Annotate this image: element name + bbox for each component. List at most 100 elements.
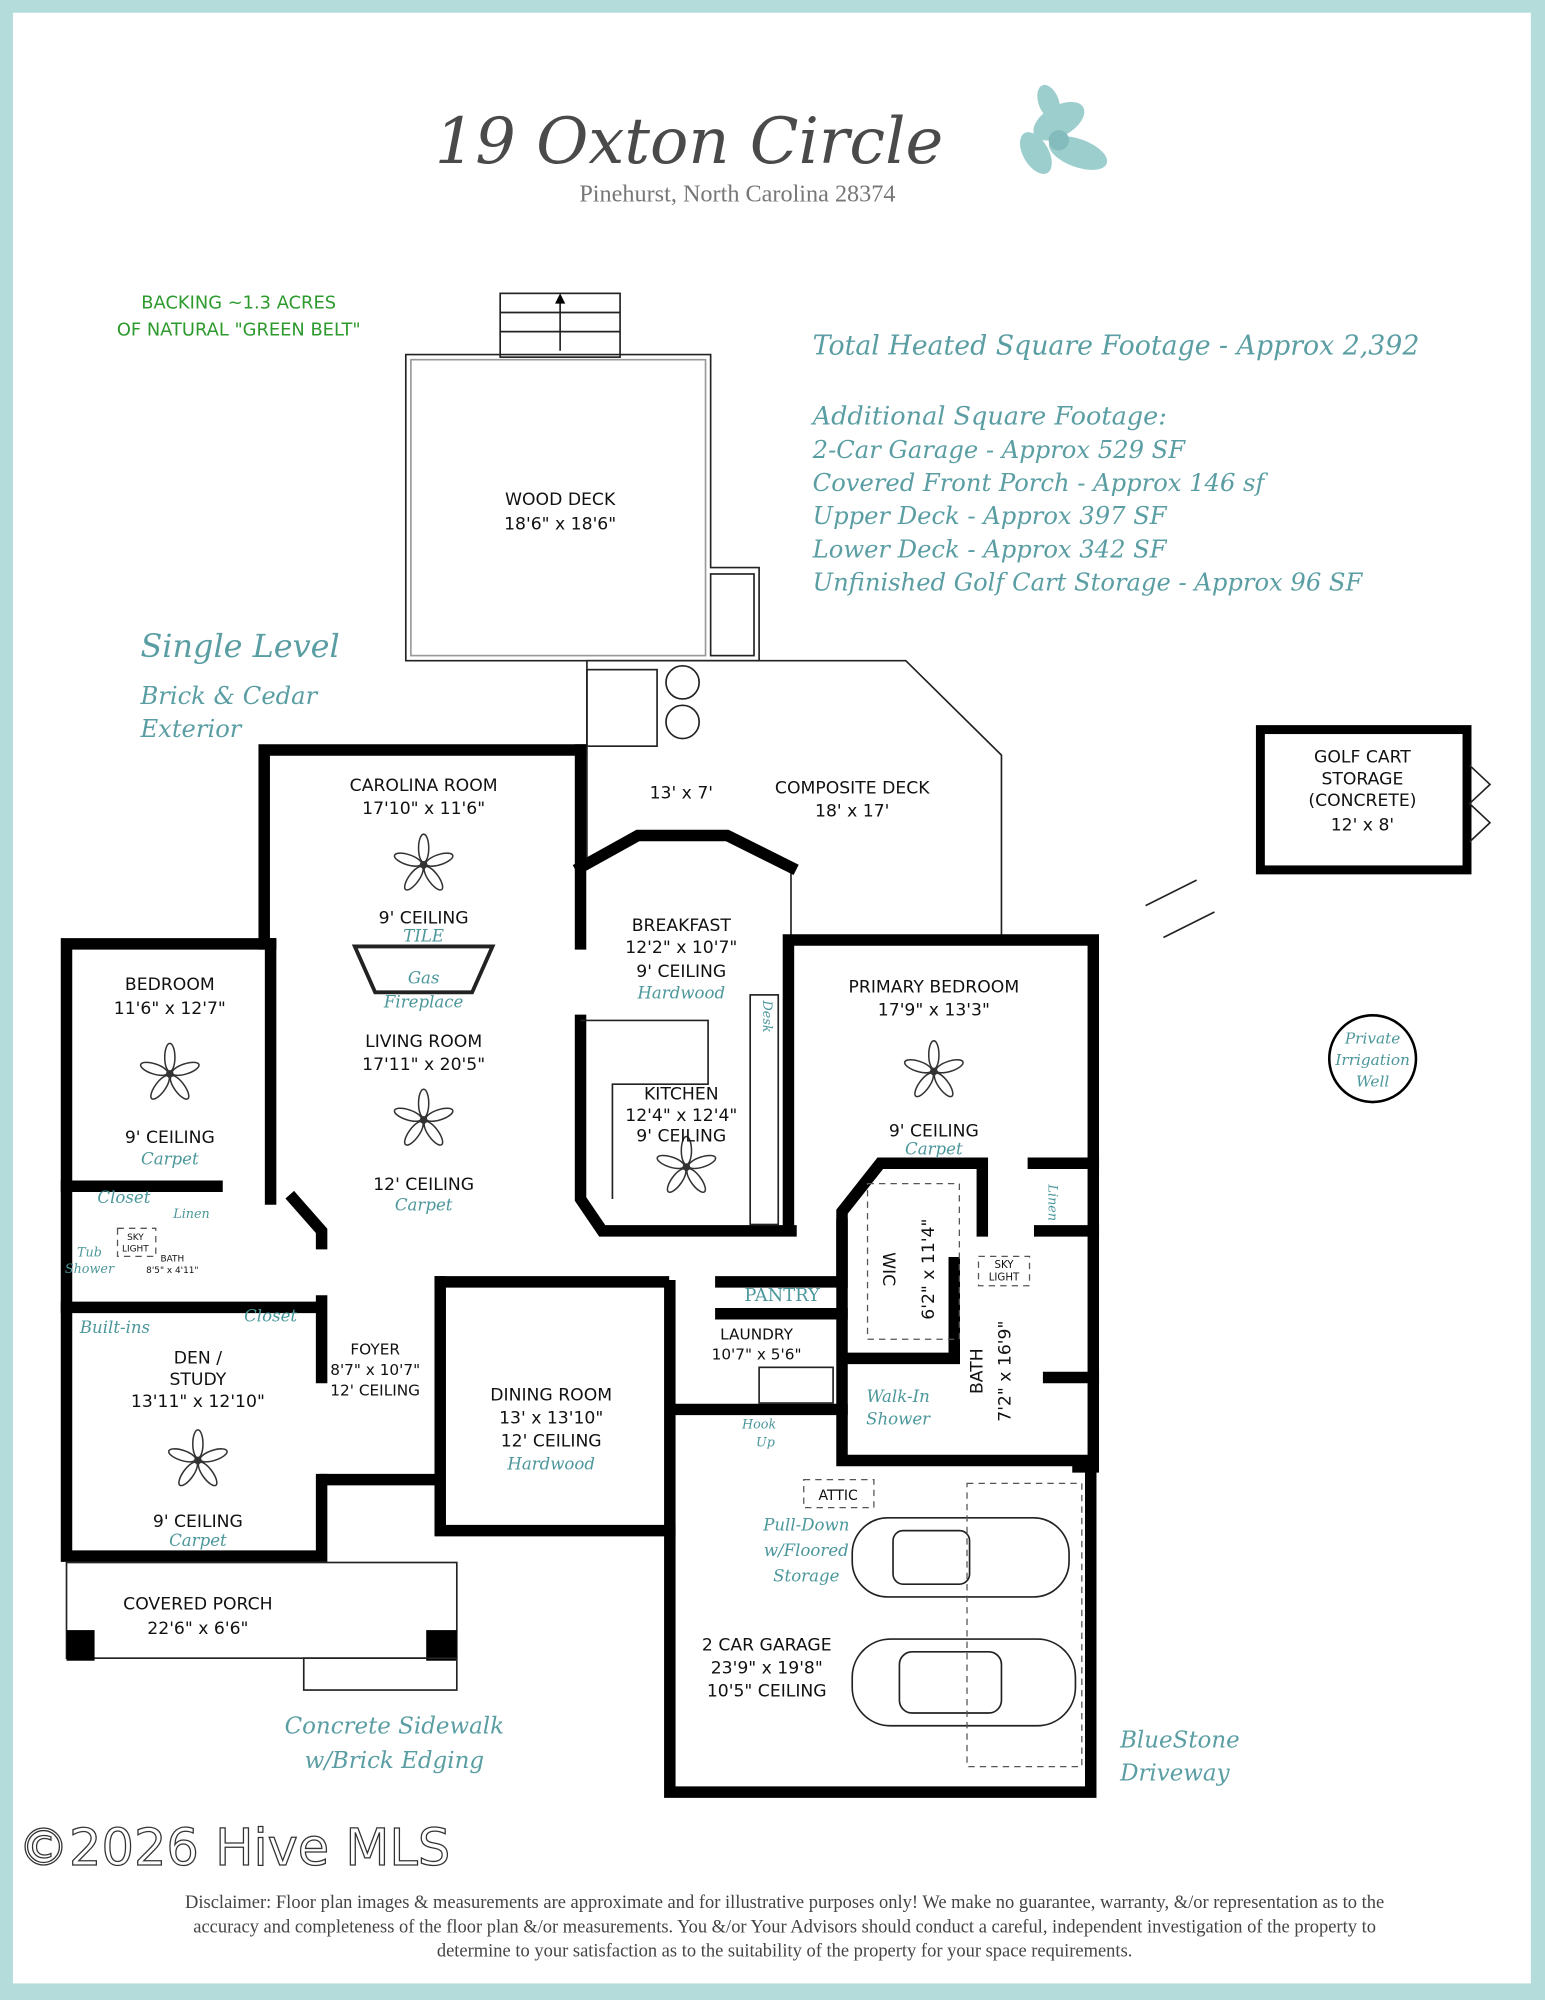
room-name: DEN / <box>174 1349 222 1369</box>
ceiling-fan-icon <box>167 1429 228 1487</box>
backing-note-line1: BACKING ~1.3 ACRES <box>141 293 336 314</box>
property-title: 19 Oxton Circle <box>435 105 944 179</box>
sqft-item: Upper Deck - Approx 397 SF <box>813 502 1168 530</box>
room-ceiling: 12' CEILING <box>501 1431 602 1451</box>
room-floor: Carpet <box>141 1150 199 1169</box>
exterior-note-line1: Brick & Cedar <box>139 682 318 710</box>
room-size: 12'4" x 12'4" <box>625 1106 737 1126</box>
room-floor: Hardwood <box>506 1454 595 1473</box>
ceiling-fan-icon <box>656 1135 717 1194</box>
room-size: 13' x 13'10" <box>499 1408 603 1428</box>
attic-line2: w/Floored <box>764 1541 849 1560</box>
room-name: BREAKFAST <box>632 916 732 936</box>
attic-line3: Storage <box>773 1567 839 1586</box>
room-name: FOYER <box>350 1341 400 1359</box>
pantry-label: PANTRY <box>744 1285 820 1306</box>
room-ceiling: 9' CEILING <box>153 1512 243 1532</box>
driveway-note-line1: BlueStone <box>1119 1727 1240 1753</box>
porch-size: 22'6" x 6'6" <box>147 1619 248 1639</box>
disclaimer: Disclaimer: Floor plan images & measurem… <box>185 1892 1384 1960</box>
room-name: CAROLINA ROOM <box>350 776 498 796</box>
kitchen: KITCHEN 12'4" x 12'4" 9' CEILING <box>580 994 780 1226</box>
watermark: ©2026 Hive MLS <box>18 1819 450 1878</box>
walk-in-closet: WIC 6'2" x 11'4" <box>866 1183 960 1340</box>
well-line1: Private <box>1344 1029 1400 1047</box>
shower-label: Shower <box>65 1262 115 1277</box>
ceiling-fan-icon <box>139 833 964 1487</box>
room-name: STUDY <box>169 1370 226 1390</box>
attic-line1: Pull-Down <box>762 1516 849 1535</box>
irrigation-well: Private Irrigation Well <box>1327 1014 1418 1104</box>
wood-deck: WOOD DECK 18'6" x 18'6" <box>404 292 760 662</box>
single-level-note: Single Level <box>140 627 339 665</box>
primary-bedroom: PRIMARY BEDROOM 17'9" x 13'3" 9' CEILING… <box>849 977 1060 1221</box>
attic-label: ATTIC <box>819 1488 859 1504</box>
fireplace-line2: Fireplace <box>383 993 464 1012</box>
sqft-item: 2-Car Garage - Approx 529 SF <box>812 436 1187 464</box>
skylight-line1: SKY <box>994 1260 1014 1271</box>
room-name: LIVING ROOM <box>365 1032 482 1052</box>
bath-size: 8'5" x 4'11" <box>146 1266 198 1276</box>
builtins-label: Built-ins <box>79 1318 150 1337</box>
room-ceiling: 12' CEILING <box>373 1175 474 1195</box>
sqft-item: Unfinished Golf Cart Storage - Approx 96… <box>813 569 1364 597</box>
header: 19 Oxton Circle Pinehurst, North Carolin… <box>435 84 1108 208</box>
room-name: BEDROOM <box>125 975 215 995</box>
skylight-line1: SKY <box>127 1233 144 1243</box>
room-ceiling: 9' CEILING <box>379 908 469 928</box>
wood-deck-size: 18'6" x 18'6" <box>504 514 616 534</box>
composite-deck-label: COMPOSITE DECK <box>775 778 930 798</box>
laundry-size: 10'7" x 5'6" <box>712 1346 802 1364</box>
deck-section-size: 13' x 7' <box>650 783 713 803</box>
composite-deck: 13' x 7' COMPOSITE DECK 18' x 17' <box>586 659 1003 939</box>
well-line2: Irrigation <box>1334 1051 1410 1069</box>
well-line3: Well <box>1356 1073 1389 1091</box>
room-size: 13'11" x 12'10" <box>131 1392 265 1412</box>
laundry-name: LAUNDRY <box>720 1325 793 1343</box>
room-name: DINING ROOM <box>490 1386 612 1406</box>
hall-bath: Closet Linen Tub Shower SKY LIGHT BATH 8… <box>65 1188 210 1277</box>
dining-room: DINING ROOM 13' x 13'10" 12' CEILING Har… <box>490 1386 612 1474</box>
golf-cart-line2: STORAGE <box>1321 769 1403 789</box>
room-size: 7'2" x 16'9" <box>995 1321 1015 1422</box>
porch-label: COVERED PORCH <box>123 1595 272 1615</box>
path-arrows-icon <box>1145 879 1215 939</box>
bath-name: BATH <box>161 1254 185 1264</box>
shower-line2: Shower <box>866 1410 931 1429</box>
room-floor: TILE <box>403 926 444 945</box>
room-ceiling: 9' CEILING <box>636 962 726 982</box>
room-size: 17'9" x 13'3" <box>878 1000 990 1020</box>
room-size: 23'9" x 19'8" <box>711 1658 823 1678</box>
bedroom: BEDROOM 11'6" x 12'7" 9' CEILING Carpet <box>114 975 226 1169</box>
sidewalk-note-line2: w/Brick Edging <box>305 1748 484 1774</box>
magnolia-flower-icon <box>1019 84 1108 174</box>
garage: ATTIC Pull-Down w/Floored Storage 2 CAR … <box>702 1478 875 1701</box>
room-name: BATH <box>967 1348 987 1394</box>
room-name: WIC <box>878 1252 898 1286</box>
sqft-item: Lower Deck - Approx 342 SF <box>812 535 1168 563</box>
total-heated-sqft: Total Heated Square Footage - Approx 2,3… <box>813 331 1420 362</box>
ceiling-fan-icon <box>393 833 454 891</box>
room-ceiling: 10'5" CEILING <box>707 1681 827 1701</box>
room-size: 17'11" x 20'5" <box>362 1055 485 1075</box>
property-address: Pinehurst, North Carolina 28374 <box>579 181 895 208</box>
hookup-line1: Hook <box>741 1418 776 1433</box>
golf-cart-line3: (CONCRETE) <box>1308 791 1416 811</box>
room-name: PRIMARY BEDROOM <box>849 977 1020 997</box>
closet-label: Closet <box>97 1188 150 1207</box>
disclaimer-line1: Disclaimer: Floor plan images & measurem… <box>185 1892 1384 1912</box>
den-study: Closet Built-ins DEN / STUDY 13'11" x 12… <box>79 1306 298 1549</box>
carolina-room: CAROLINA ROOM 17'10" x 11'6" 9' CEILING … <box>350 776 498 946</box>
room-ceiling: 9' CEILING <box>889 1121 979 1141</box>
room-size: 6'2" x 11'4" <box>919 1219 939 1320</box>
room-name: KITCHEN <box>644 1084 719 1104</box>
golf-cart-size: 12' x 8' <box>1331 815 1394 835</box>
room-floor: Carpet <box>169 1531 227 1550</box>
ceiling-fan-icon <box>393 1088 454 1146</box>
room-ceiling: 9' CEILING <box>125 1128 215 1148</box>
breakfast: BREAKFAST 12'2" x 10'7" 9' CEILING Hardw… <box>625 916 774 1032</box>
additional-sqft-heading: Additional Square Footage: <box>811 402 1167 432</box>
room-ceiling: 9' CEILING <box>636 1127 726 1147</box>
square-footage-summary: Total Heated Square Footage - Approx 2,3… <box>811 331 1420 597</box>
